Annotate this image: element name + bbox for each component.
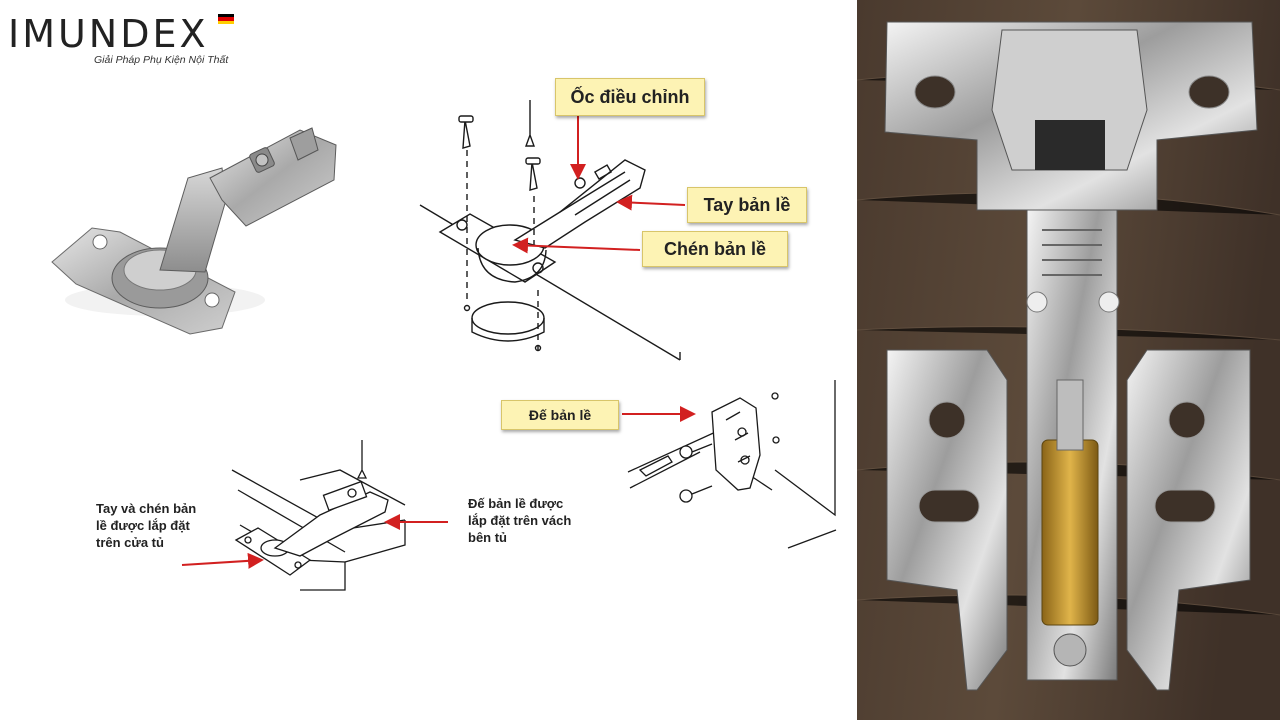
mounting-plate-drawing xyxy=(627,380,837,549)
brand-tagline: Giải Pháp Phụ Kiện Nội Thất xyxy=(94,54,229,66)
callout-adjust-screw: Ốc điều chỉnh xyxy=(555,78,705,116)
note-line: Đế bản lề được xyxy=(468,496,564,511)
hinge-product-render xyxy=(51,127,337,335)
brand-logo: IMUNDEX Giải Pháp Phụ Kiện Nội Thất xyxy=(8,8,238,68)
callout-hinge-base: Đế bản lề xyxy=(501,400,619,430)
note-line: lắp đặt trên vách xyxy=(468,513,572,528)
hinge-diagram xyxy=(51,100,837,591)
note-line: Tay và chén bản xyxy=(96,501,197,516)
callout-arrows xyxy=(181,116,696,569)
note-line: bên tủ xyxy=(468,530,507,545)
callout-hinge-cup: Chén bản lề xyxy=(642,231,788,267)
note-line: trên cửa tủ xyxy=(96,535,164,550)
note-arm-cup-installed: Tay và chén bản lề được lắp đặt trên cửa… xyxy=(96,500,196,551)
callout-hinge-arm: Tay bản lề xyxy=(687,187,807,223)
hinge-photo xyxy=(857,0,1280,720)
german-flag-icon xyxy=(218,14,234,24)
note-base-installed: Đế bản lề được lắp đặt trên vách bên tủ xyxy=(468,495,571,546)
installed-hinge-drawing xyxy=(231,440,406,591)
brand-name: IMUNDEX xyxy=(8,12,209,56)
note-line: lề được lắp đặt xyxy=(96,518,190,533)
exploded-view-drawing xyxy=(419,100,681,361)
